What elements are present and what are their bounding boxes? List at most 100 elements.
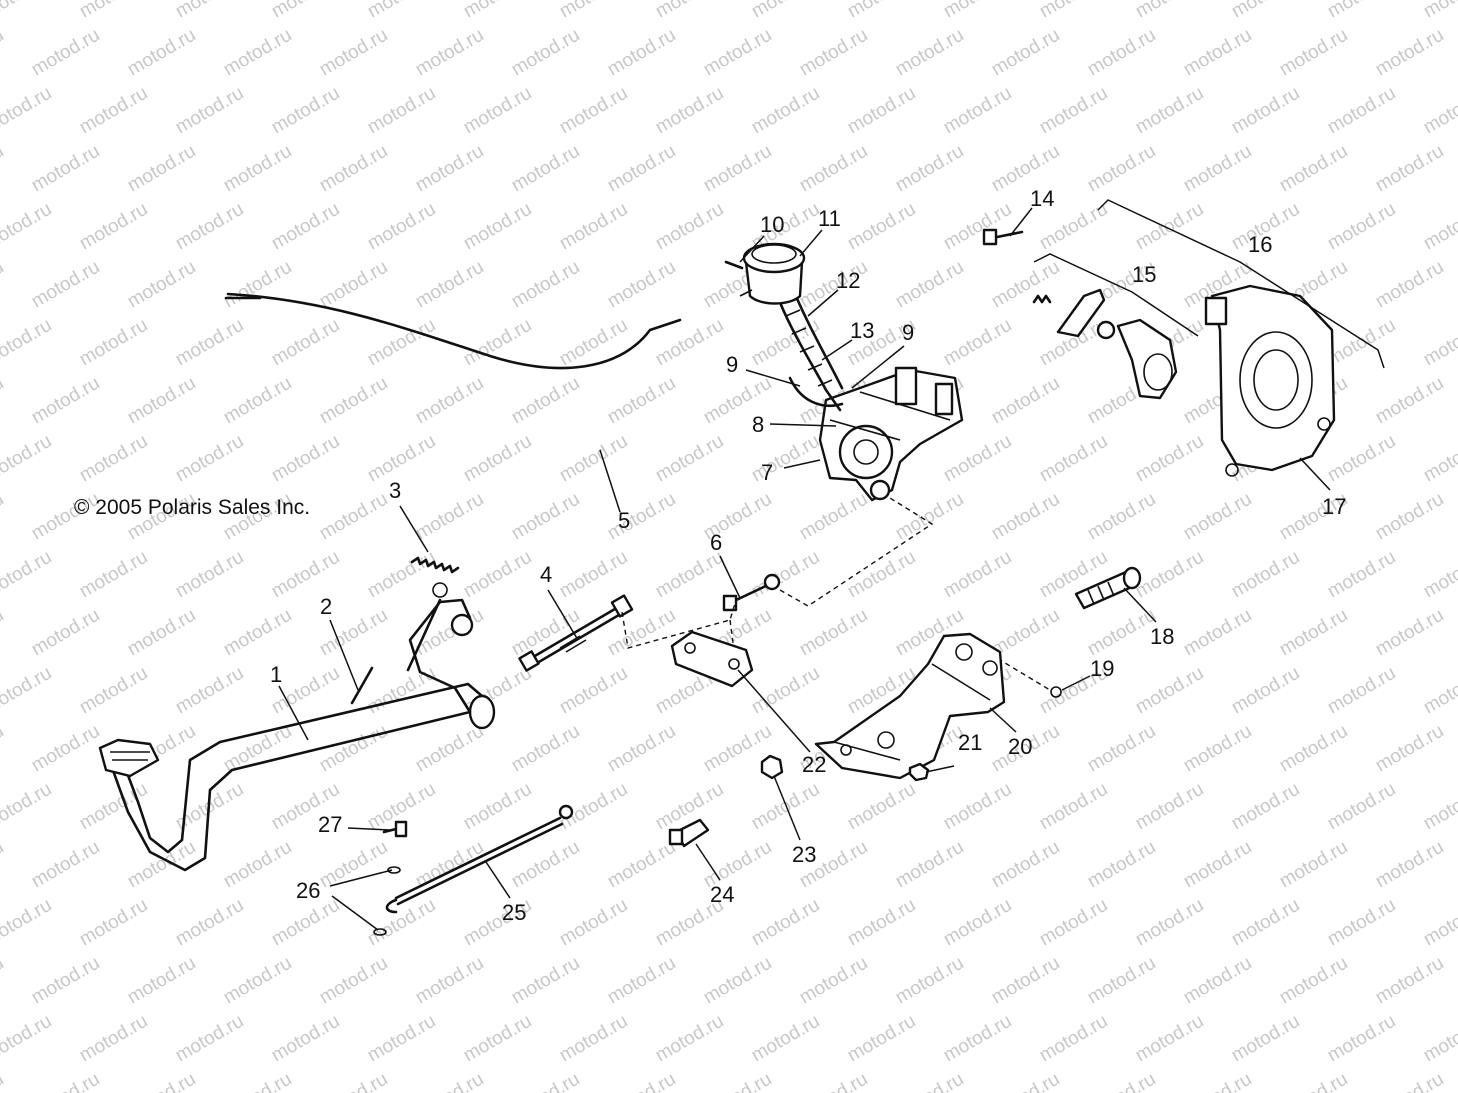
watermark-text: motod.ru xyxy=(508,953,583,1009)
watermark-text: motod.ru xyxy=(1372,721,1447,777)
watermark-text: motod.ru xyxy=(1084,141,1159,197)
watermark-text: motod.ru xyxy=(316,373,391,429)
watermark-text: motod.ru xyxy=(940,547,1015,603)
watermark-text: motod.ru xyxy=(604,605,679,661)
watermark-text: motod.ru xyxy=(28,257,103,313)
watermark-text: motod.ru xyxy=(268,199,343,255)
watermark-text: motod.ru xyxy=(460,547,535,603)
watermark-text: motod.ru xyxy=(940,83,1015,139)
watermark-text: motod.ru xyxy=(1132,431,1207,487)
watermark-text: motod.ru xyxy=(76,315,151,371)
watermark-text: motod.ru xyxy=(1324,779,1399,835)
watermark-text: motod.ru xyxy=(316,721,391,777)
watermark-text: motod.ru xyxy=(0,489,7,545)
watermark-text: motod.ru xyxy=(268,315,343,371)
callout-25: 25 xyxy=(502,900,526,925)
watermark-text: motod.ru xyxy=(220,1069,295,1093)
watermark-text: motod.ru xyxy=(892,489,967,545)
watermark-text: motod.ru xyxy=(124,257,199,313)
watermark-text: motod.ru xyxy=(76,547,151,603)
watermark-text: motod.ru xyxy=(1420,663,1458,719)
callout-15: 15 xyxy=(1132,262,1156,287)
watermark-text: motod.ru xyxy=(1372,605,1447,661)
watermark-text: motod.ru xyxy=(748,83,823,139)
group-bracket-15 xyxy=(1033,253,1199,337)
watermark-text: motod.ru xyxy=(76,199,151,255)
watermark-text: motod.ru xyxy=(508,489,583,545)
watermark-text: motod.ru xyxy=(940,895,1015,951)
watermark-text: motod.ru xyxy=(1180,25,1255,81)
watermark-text: motod.ru xyxy=(748,315,823,371)
callout-6: 6 xyxy=(710,530,722,555)
watermark-text: motod.ru xyxy=(940,199,1015,255)
watermark-text: motod.ru xyxy=(508,373,583,429)
watermark-text: motod.ru xyxy=(748,547,823,603)
watermark-text: motod.ru xyxy=(700,25,775,81)
watermark-text: motod.ru xyxy=(412,489,487,545)
watermark-text: motod.ru xyxy=(604,141,679,197)
watermark-text: motod.ru xyxy=(1228,779,1303,835)
watermark-text: motod.ru xyxy=(28,25,103,81)
watermark-text: motod.ru xyxy=(1132,83,1207,139)
watermark-text: motod.ru xyxy=(316,25,391,81)
watermark-text: motod.ru xyxy=(364,547,439,603)
watermark-text: motod.ru xyxy=(700,141,775,197)
watermark-text: motod.ru xyxy=(1276,605,1351,661)
watermark-text: motod.ru xyxy=(1372,25,1447,81)
mounting-block xyxy=(670,630,754,688)
watermark-text: motod.ru xyxy=(124,373,199,429)
watermark-text: motod.ru xyxy=(1180,489,1255,545)
callout-2: 2 xyxy=(320,594,332,619)
watermark-text: motod.ru xyxy=(0,199,55,255)
watermark-text: motod.ru xyxy=(220,257,295,313)
watermark-text: motod.ru xyxy=(172,315,247,371)
watermark-text: motod.ru xyxy=(0,315,55,371)
brake-caliper xyxy=(1204,284,1336,477)
watermark-text: motod.ru xyxy=(988,837,1063,893)
watermark-text: motod.ru xyxy=(508,141,583,197)
watermark-text: motod.ru xyxy=(124,953,199,1009)
watermark-text: motod.ru xyxy=(364,315,439,371)
watermark-text: motod.ru xyxy=(1276,141,1351,197)
watermark-text: motod.ru xyxy=(556,547,631,603)
watermark-text: motod.ru xyxy=(844,0,919,22)
watermark-text: motod.ru xyxy=(172,895,247,951)
watermark-text: motod.ru xyxy=(220,953,295,1009)
watermark-text: motod.ru xyxy=(1132,199,1207,255)
watermark-text: motod.ru xyxy=(460,199,535,255)
callout-20: 20 xyxy=(1008,734,1032,759)
watermark-text: motod.ru xyxy=(1084,837,1159,893)
callout-22: 22 xyxy=(802,752,826,777)
watermark-text: motod.ru xyxy=(1420,199,1458,255)
watermark-text: motod.ru xyxy=(172,83,247,139)
watermark-text: motod.ru xyxy=(604,953,679,1009)
watermark-text: motod.ru xyxy=(748,0,823,22)
callout-9-right: 9 xyxy=(902,320,914,345)
watermark-text: motod.ru xyxy=(1372,257,1447,313)
watermark-text: motod.ru xyxy=(28,721,103,777)
watermark-text: motod.ru xyxy=(700,1069,775,1093)
watermark-text: motod.ru xyxy=(1372,373,1447,429)
watermark-text: motod.ru xyxy=(844,779,919,835)
watermark-text: motod.ru xyxy=(76,0,151,22)
callout-8: 8 xyxy=(752,412,764,437)
watermark-text: motod.ru xyxy=(1084,25,1159,81)
watermark-text: motod.ru xyxy=(76,431,151,487)
callout-26: 26 xyxy=(296,878,320,903)
watermark-text: motod.ru xyxy=(0,1011,55,1067)
watermark-text: motod.ru xyxy=(1324,199,1399,255)
nut xyxy=(908,762,930,782)
watermark-text: motod.ru xyxy=(1132,663,1207,719)
watermark-text: motod.ru xyxy=(1372,141,1447,197)
watermark-text: motod.ru xyxy=(316,837,391,893)
watermark-text: motod.ru xyxy=(364,431,439,487)
watermark-text: motod.ru xyxy=(892,141,967,197)
watermark-text: motod.ru xyxy=(1420,83,1458,139)
watermark-text: motod.ru xyxy=(268,83,343,139)
watermark-text: motod.ru xyxy=(556,315,631,371)
watermark-text: motod.ru xyxy=(1276,25,1351,81)
watermark-text: motod.ru xyxy=(652,1011,727,1067)
watermark-text: motod.ru xyxy=(1036,0,1111,22)
watermark-text: motod.ru xyxy=(1084,489,1159,545)
